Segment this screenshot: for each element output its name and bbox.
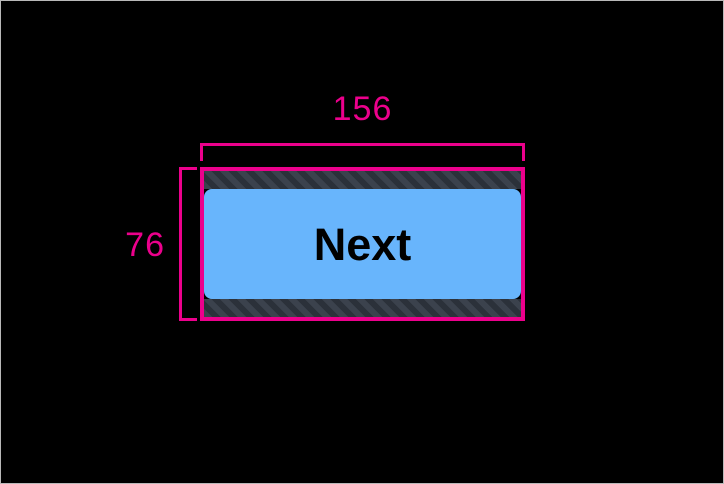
- top-padding-hatch-band: [204, 171, 521, 189]
- height-dimension-label: 76: [125, 226, 165, 264]
- element-box-interior: Next: [204, 171, 521, 317]
- width-dimension-label: 156: [332, 90, 393, 128]
- height-dimension-bracket: [179, 167, 197, 321]
- next-button[interactable]: Next: [204, 189, 521, 299]
- width-dimension-bracket: [200, 143, 525, 161]
- measured-element-highlight-box: Next: [200, 167, 525, 321]
- next-button-label: Next: [313, 218, 412, 270]
- bottom-padding-hatch-band: [204, 299, 521, 317]
